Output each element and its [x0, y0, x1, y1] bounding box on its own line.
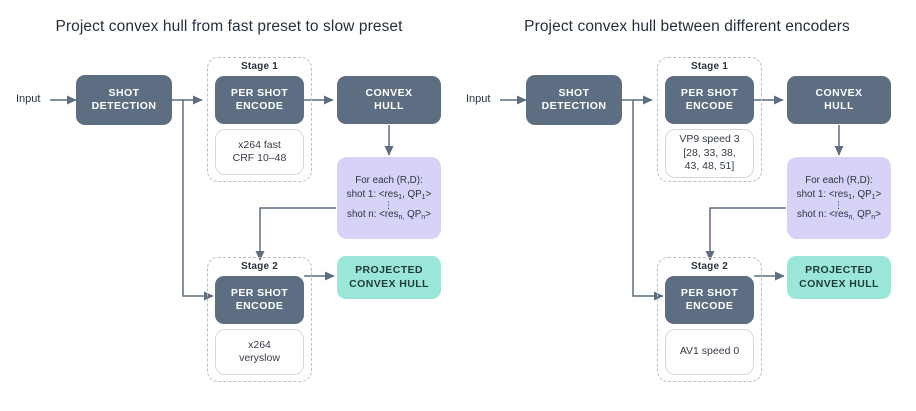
stage-1-label: Stage 1 — [691, 61, 728, 72]
rd-line-2: shot 1: <res1, QP1> — [346, 188, 432, 201]
stage-2-group — [657, 257, 762, 382]
node-stage2-per-shot-encode[interactable]: PER SHOT ENCODE — [215, 276, 304, 324]
stage1-encode-line1: PER SHOT — [680, 86, 739, 99]
stage1-encode-line2: ENCODE — [235, 100, 284, 112]
node-stage1-config[interactable]: VP9 speed 3 [28, 33, 38, 43, 48, 51] — [665, 129, 754, 178]
node-stage1-per-shot-encode[interactable]: PER SHOT ENCODE — [665, 76, 754, 124]
input-label: Input — [466, 93, 491, 105]
node-stage1-config[interactable]: x264 fast CRF 10–48 — [215, 129, 304, 175]
rd-line-1: For each (R,D): — [805, 174, 873, 186]
rd-vertical-dots: ⋮ — [384, 199, 394, 210]
stage2-encode-line1: PER SHOT — [230, 286, 289, 299]
stage-1-group — [207, 57, 312, 182]
stage2-config-line2: veryslow — [239, 352, 280, 364]
rd-line-3: shot n: <resn, QPn> — [347, 209, 431, 222]
stage1-config-line1: VP9 speed 3 — [679, 133, 740, 146]
node-shot-detection[interactable]: SHOT DETECTION — [526, 75, 622, 125]
node-rd-list[interactable]: For each (R,D): shot 1: <res1, QP1> ⋮ sh… — [337, 157, 441, 239]
stage2-encode-line2: ENCODE — [685, 300, 734, 312]
rd-line-2: shot 1: <res1, QP1> — [796, 188, 882, 201]
stage-1-label: Stage 1 — [241, 61, 278, 72]
stage2-config-line1: x264 — [248, 338, 271, 351]
input-label: Input — [16, 93, 41, 105]
stage1-config-line2: [28, 33, 38, — [683, 146, 736, 159]
convex-hull-line1: CONVEX — [365, 86, 413, 99]
stage-2-label: Stage 2 — [691, 261, 728, 272]
stage1-config-line2: CRF 10–48 — [232, 152, 287, 164]
stage-2-label: Stage 2 — [241, 261, 278, 272]
stage1-config-line3: 43, 48, 51] — [684, 160, 735, 173]
convex-hull-line2: HULL — [374, 100, 404, 112]
shot-detection-line1: SHOT — [558, 86, 590, 99]
projected-line2: CONVEX HULL — [799, 277, 879, 290]
diagram-panel-left: Project convex hull from fast preset to … — [16, 18, 441, 382]
node-stage2-config[interactable]: x264 veryslow — [215, 329, 304, 375]
projected-line2: CONVEX HULL — [349, 277, 429, 290]
stage-1-group — [657, 57, 762, 182]
shot-detection-line1: SHOT — [108, 86, 140, 99]
rd-line-3: shot n: <resn, QPn> — [797, 209, 881, 222]
stage1-config-line1: x264 fast — [238, 138, 281, 151]
node-projected-convex-hull[interactable]: PROJECTED CONVEX HULL — [337, 256, 441, 299]
stage2-config-line1: AV1 speed 0 — [679, 345, 740, 358]
convex-hull-line1: CONVEX — [815, 86, 863, 99]
shot-detection-line2: DETECTION — [541, 100, 607, 112]
node-convex-hull[interactable]: CONVEX HULL — [337, 76, 441, 124]
rd-vertical-dots: ⋮ — [834, 199, 844, 210]
panel-title-right: Project convex hull between different en… — [524, 18, 850, 35]
node-projected-convex-hull[interactable]: PROJECTED CONVEX HULL — [787, 256, 891, 299]
projected-line1: PROJECTED — [805, 264, 873, 277]
shot-detection-line2: DETECTION — [91, 100, 157, 112]
stage1-encode-line1: PER SHOT — [230, 86, 289, 99]
node-stage1-per-shot-encode[interactable]: PER SHOT ENCODE — [215, 76, 304, 124]
diagram-panel-right: Project convex hull between different en… — [458, 0, 916, 411]
stage2-encode-line1: PER SHOT — [680, 286, 739, 299]
panel-title-left: Project convex hull from fast preset to … — [55, 18, 403, 35]
stage-2-group — [207, 257, 312, 382]
node-stage2-per-shot-encode[interactable]: PER SHOT ENCODE — [665, 276, 754, 324]
node-shot-detection[interactable]: SHOT DETECTION — [76, 75, 172, 125]
node-convex-hull[interactable]: CONVEX HULL — [787, 76, 891, 124]
node-rd-list[interactable]: For each (R,D): shot 1: <res1, QP1> ⋮ sh… — [787, 157, 891, 239]
convex-hull-line2: HULL — [824, 100, 854, 112]
projected-line1: PROJECTED — [355, 264, 423, 277]
rd-line-1: For each (R,D): — [355, 174, 423, 186]
node-stage2-config[interactable]: AV1 speed 0 — [665, 329, 754, 375]
stage2-encode-line2: ENCODE — [235, 300, 284, 312]
stage1-encode-line2: ENCODE — [685, 100, 734, 112]
